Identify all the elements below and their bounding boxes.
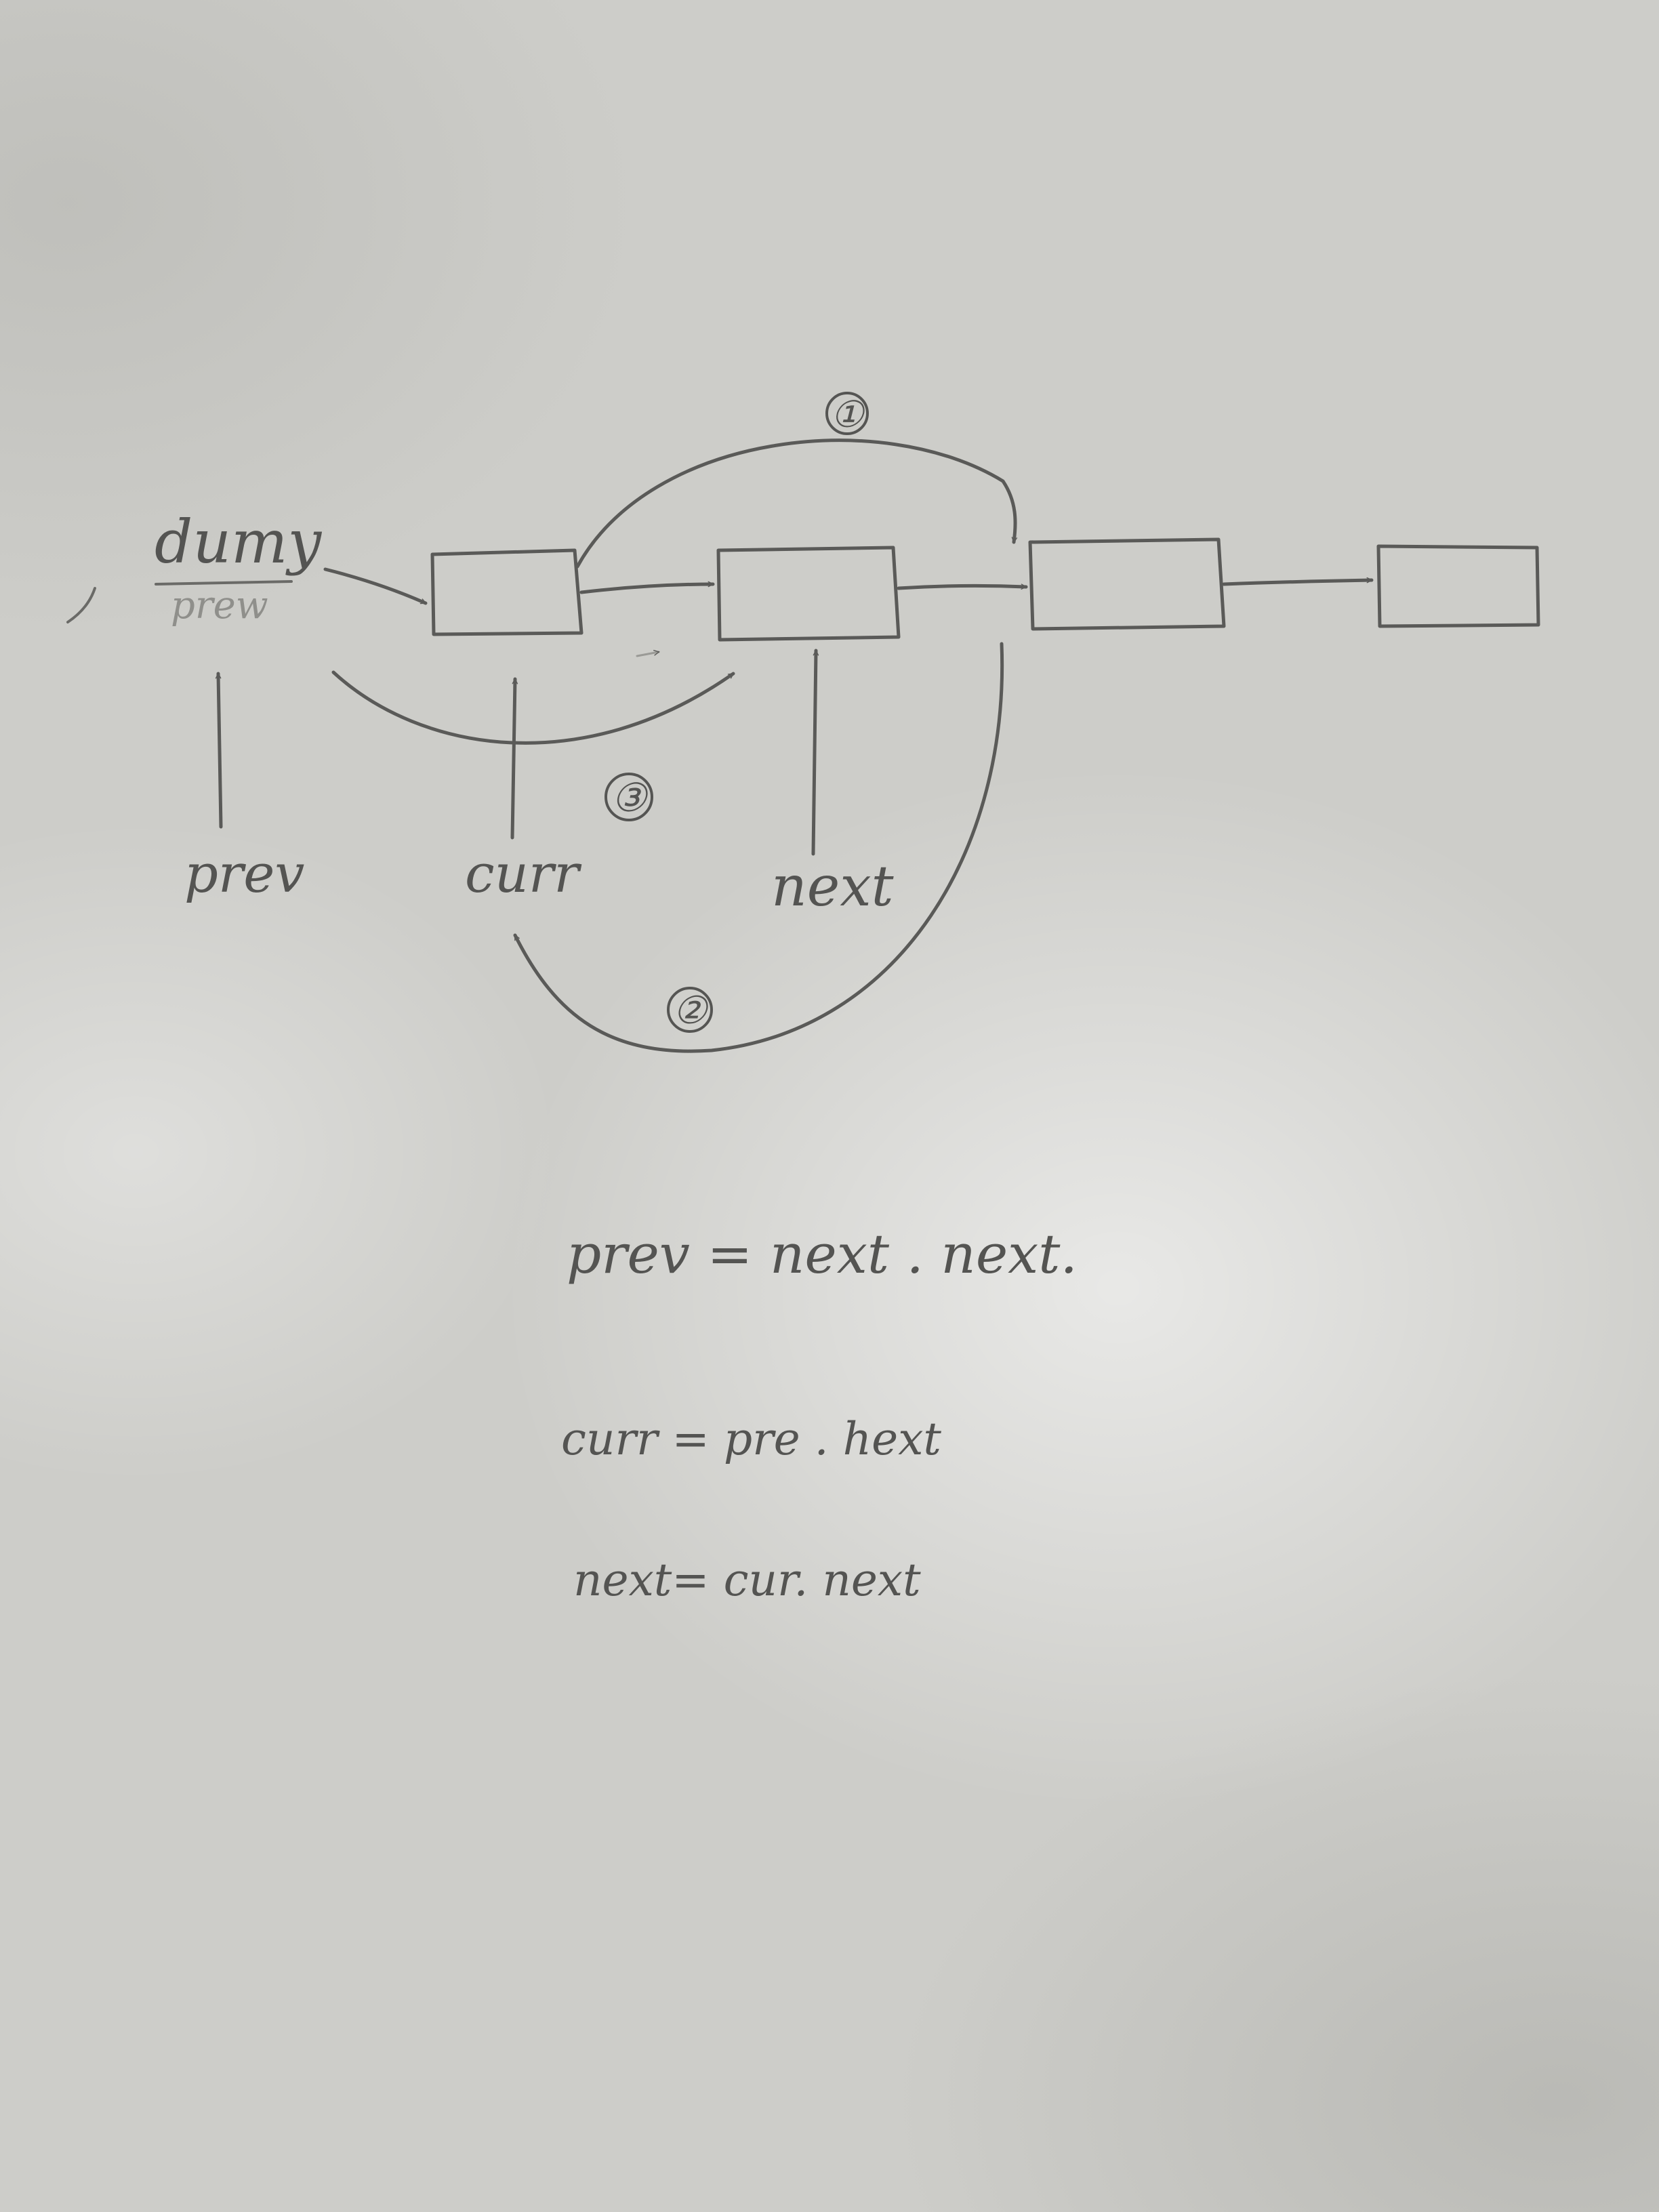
- step-1-label: ①: [831, 393, 865, 436]
- step-2-label: ②: [673, 989, 709, 1033]
- pointer-arrow-curr: [510, 677, 515, 840]
- arc-step-1: [575, 438, 1015, 569]
- pointer-label-curr: curr: [465, 844, 582, 905]
- node-box-3: [1028, 537, 1226, 631]
- dummy-node-label: dumy: [155, 507, 322, 577]
- step-2-circle: [667, 987, 713, 1033]
- pointer-label-prev: prev: [184, 844, 304, 905]
- faint-arrow: [636, 652, 659, 657]
- dummy-node-sublabel: prew: [171, 583, 268, 628]
- pointer-arrow-prev: [218, 672, 223, 829]
- node-box-2: [716, 546, 901, 642]
- step-3-label: ③: [611, 775, 649, 821]
- equation-3: next= cur. next: [573, 1554, 921, 1606]
- node-box-4: [1376, 544, 1540, 628]
- arc-step-2: [513, 642, 1004, 1053]
- arrow-node1-to-node2: [579, 584, 715, 594]
- arrow-node2-to-node3: [897, 586, 1028, 590]
- equation-1: prev = next . next.: [567, 1223, 1078, 1286]
- step-3-circle: [605, 773, 653, 821]
- arc-step-3: [331, 670, 735, 745]
- pointer-label-next: next: [771, 855, 895, 919]
- equation-2: curr = pre . hext: [561, 1413, 941, 1465]
- step-1-circle: [825, 392, 869, 435]
- arrow-dummy-to-node1: [323, 567, 428, 605]
- node-box-1: [430, 548, 583, 636]
- arrow-node3-to-node4: [1222, 580, 1374, 586]
- dummy-underline: [155, 580, 293, 586]
- pointer-arrow-next: [811, 649, 816, 856]
- stray-mark: [66, 587, 96, 623]
